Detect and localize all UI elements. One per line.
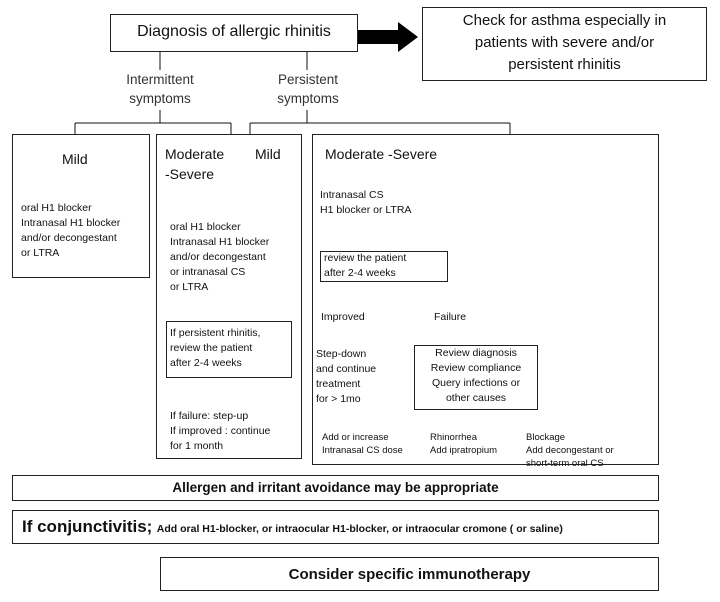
- step-down-text: Step-down and continue treatment for > 1…: [316, 348, 377, 405]
- middle-column-box: [156, 134, 302, 459]
- right-column-box: [312, 134, 659, 465]
- immunotherapy-text: Consider specific immunotherapy: [288, 566, 531, 583]
- diagnosis-label: Diagnosis of allergic rhinitis: [137, 23, 331, 40]
- immunotherapy-box: [160, 557, 659, 591]
- allergen-avoidance-box: [12, 475, 659, 501]
- intermittent-label: Intermittent symptoms: [126, 72, 194, 106]
- asthma-check-text: Check for asthma especially in patients …: [462, 12, 667, 73]
- conjunctivitis-box: [12, 510, 659, 544]
- right-review-box: [320, 251, 448, 282]
- mild-title: Mild: [62, 151, 88, 167]
- middle-review-box: [166, 321, 292, 378]
- mild-intermittent-box: [12, 134, 150, 278]
- big-right-arrow: [358, 22, 418, 52]
- middle-title-mild: Mild: [255, 146, 281, 162]
- conjunctivitis-advice: Add oral H1-blocker, or intraocular H1-b…: [156, 523, 563, 535]
- failure-label: Failure: [434, 311, 467, 323]
- middle-review-text: If persistent rhinitis, review the patie…: [170, 327, 261, 369]
- failure-actions-box: [414, 345, 538, 410]
- outcome-blockage: Blockage Add decongestant or short-term …: [526, 432, 614, 469]
- outcome-increase-cs: Add or increase Intranasal CS dose: [322, 432, 403, 456]
- right-treatment: Intranasal CS H1 blocker or LTRA: [320, 189, 412, 216]
- allergen-avoidance-text: Allergen and irritant avoidance may be a…: [172, 480, 499, 495]
- outcome-rhinorrhea: Rhinorrhea Add ipratropium: [430, 432, 498, 456]
- persistent-label: Persistent symptoms: [277, 72, 339, 106]
- conjunctivitis-label: If conjunctivitis;: [22, 517, 153, 536]
- right-review-text: review the patient after 2-4 weeks: [324, 252, 407, 279]
- failure-actions-text: Review diagnosis Review compliance Query…: [430, 347, 522, 404]
- middle-title-moderate: Moderate -Severe: [165, 146, 225, 182]
- diagnosis-box: [110, 14, 358, 52]
- middle-treatment: oral H1 blocker Intranasal H1 blocker an…: [170, 221, 270, 293]
- mild-treatment: oral H1 blocker Intranasal H1 blocker an…: [21, 202, 121, 259]
- middle-outcome: If failure: step-up If improved : contin…: [170, 410, 271, 452]
- right-title: Moderate -Severe: [325, 146, 438, 162]
- asthma-check-box: [422, 7, 707, 81]
- conjunctivitis-text: If conjunctivitis; Add oral H1-blocker, …: [22, 516, 563, 539]
- improved-label: Improved: [321, 311, 365, 323]
